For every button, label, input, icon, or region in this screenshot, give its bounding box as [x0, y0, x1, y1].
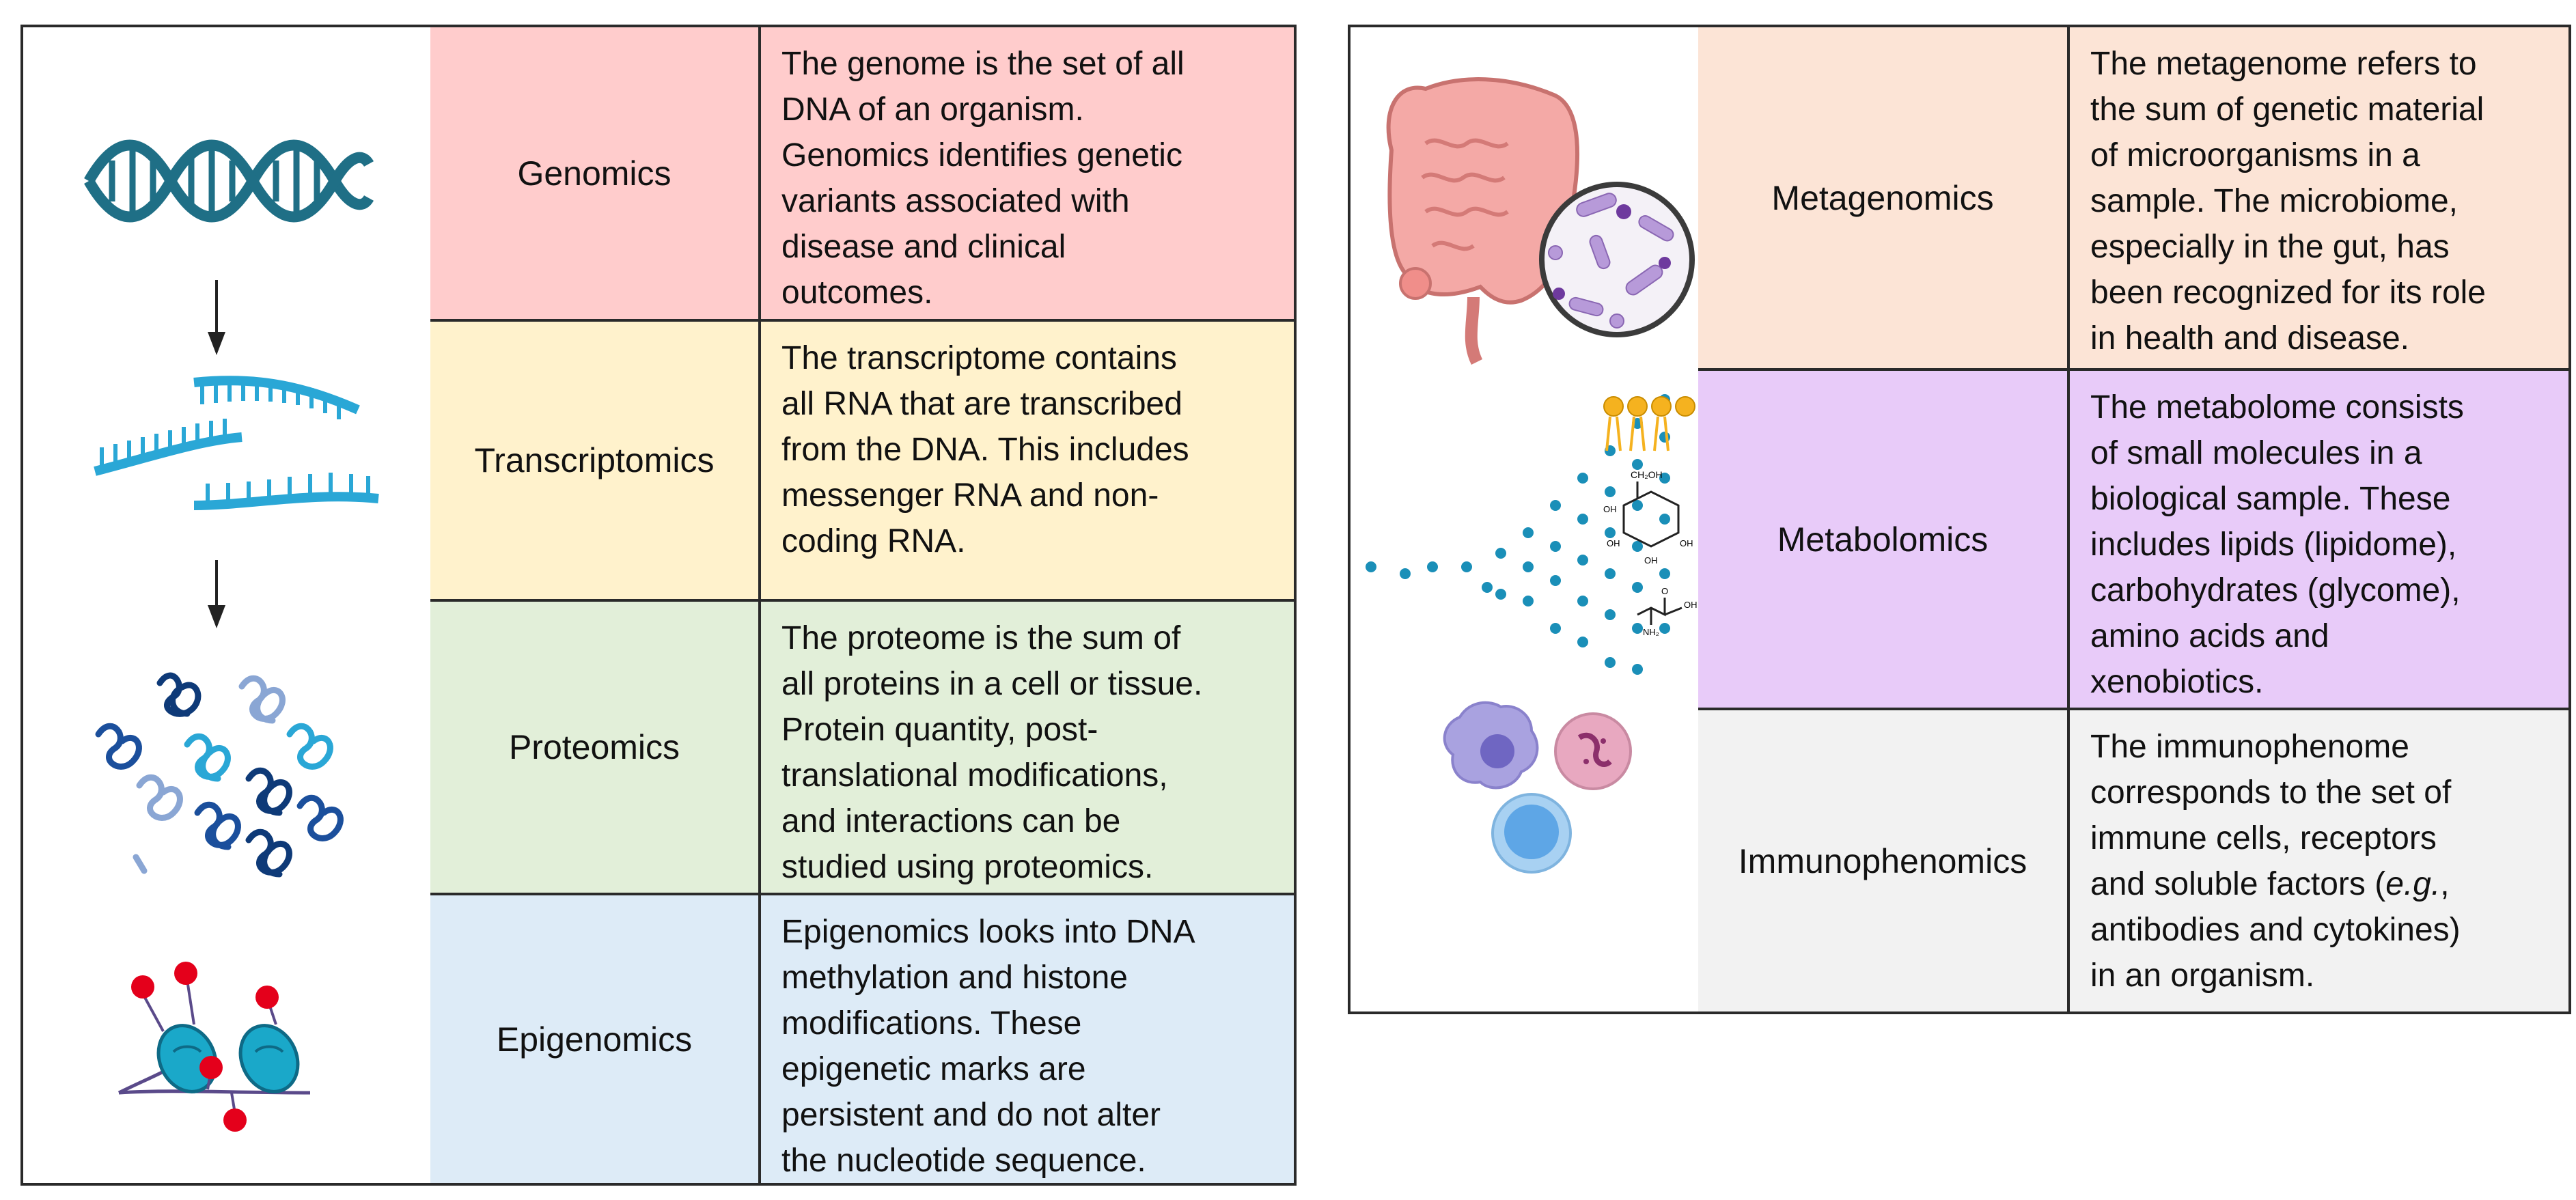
- svg-text:NH₂: NH₂: [1643, 627, 1659, 637]
- dna-helix-icon: [84, 139, 374, 223]
- epigenomics-label: Epigenomics: [430, 895, 761, 1183]
- description-line: xenobiotics.: [2090, 664, 2264, 700]
- svg-text:OH: OH: [1603, 504, 1617, 514]
- description-line: modifications. These: [781, 1005, 1082, 1042]
- description-line: The proteome is the sum of: [781, 620, 1181, 656]
- description-line: The genome is the set of all: [781, 46, 1185, 82]
- description-line: of small molecules in a: [2090, 435, 2422, 471]
- metagenomics-description: The metagenome refers to the sum of genet…: [2070, 27, 2568, 368]
- description-line: coding RNA.: [781, 523, 966, 559]
- svg-text:CH₂OH: CH₂OH: [1631, 469, 1663, 480]
- immunophenomics-description: The immunophenome corresponds to the set …: [2070, 710, 2568, 1011]
- metagenomics-row: Metagenomics The metagenome refers to the …: [1698, 27, 2568, 368]
- description-line: includes lipids (lipidome),: [2090, 527, 2457, 563]
- svg-text:OH: OH: [1680, 538, 1693, 548]
- description-line: The metabolome consists: [2090, 389, 2464, 425]
- description-line: Genomics identifies genetic: [781, 137, 1182, 173]
- description-line: biological sample. These: [2090, 481, 2451, 517]
- protein-cluster-icon: [95, 672, 344, 878]
- description-line: persistent and do not alter: [781, 1097, 1161, 1133]
- description-line: outcomes.: [781, 275, 933, 311]
- description-line: been recognized for its role: [2090, 275, 2486, 311]
- description-line: epigenetic marks are: [781, 1051, 1086, 1087]
- svg-text:OH: OH: [1607, 538, 1620, 548]
- epigenomics-description: Epigenomics looks into DNA methylation an…: [761, 895, 1294, 1183]
- description-line: sample. The microbiome,: [2090, 183, 2458, 219]
- description-line: especially in the gut, has: [2090, 229, 2450, 265]
- description-line: the nucleotide sequence.: [781, 1143, 1146, 1179]
- description-line: from the DNA. This includes: [781, 432, 1189, 468]
- left-illustration-column: [23, 27, 433, 1183]
- description-line: and soluble factors (e.g.,: [2090, 866, 2450, 902]
- transcriptomics-label: Transcriptomics: [430, 322, 761, 599]
- description-line: in an organism.: [2090, 958, 2315, 994]
- immunophenomics-row: Immunophenomics The immunophenome correspo…: [1698, 708, 2568, 1011]
- proteomics-row: Proteomics The proteome is the sum of all …: [430, 599, 1294, 893]
- description-line: amino acids and: [2090, 618, 2329, 654]
- description-line: messenger RNA and non-: [781, 477, 1159, 514]
- description-line: of microorganisms in a: [2090, 137, 2420, 173]
- metabolomics-description: The metabolome consists of small molecule…: [2070, 371, 2568, 708]
- description-line: carbohydrates (glycome),: [2090, 572, 2461, 609]
- nucleosome-methylation-icon: [117, 962, 311, 1132]
- metabolomics-row: Metabolomics The metabolome consists of sm…: [1698, 368, 2568, 708]
- description-line: all proteins in a cell or tissue.: [781, 666, 1203, 702]
- right-illustration-column: CH₂OH OH OH OH OH O OH NH₂: [1351, 27, 1701, 1011]
- description-line: variants associated with: [781, 183, 1130, 219]
- right-omics-table: CH₂OH OH OH OH OH O OH NH₂: [1348, 25, 2571, 1014]
- epigenomics-row: Epigenomics Epigenomics looks into DNA met…: [430, 893, 1294, 1183]
- arrow-down-icon: [208, 280, 225, 355]
- description-line: corresponds to the set of: [2090, 775, 2452, 811]
- description-line: studied using proteomics.: [781, 849, 1154, 885]
- svg-text:OH: OH: [1684, 600, 1698, 610]
- proteomics-label: Proteomics: [430, 602, 761, 893]
- description-line: The metagenome refers to: [2090, 46, 2477, 82]
- description-line: in health and disease.: [2090, 320, 2410, 357]
- gut-microbiome-icon: [1386, 77, 1695, 365]
- rna-strand-icon: [94, 376, 379, 510]
- description-line: methylation and histone: [781, 960, 1128, 996]
- description-line: disease and clinical: [781, 229, 1066, 265]
- description-line: The transcriptome contains: [781, 340, 1177, 376]
- description-line: the sum of genetic material: [2090, 92, 2484, 128]
- description-line: antibodies and cytokines): [2090, 912, 2461, 948]
- description-line: Protein quantity, post-: [781, 712, 1098, 748]
- description-line: translational modifications,: [781, 757, 1168, 794]
- description-line: all RNA that are transcribed: [781, 386, 1182, 422]
- description-line: immune cells, receptors: [2090, 820, 2437, 856]
- proteomics-description: The proteome is the sum of all proteins i…: [761, 602, 1294, 893]
- metabolomics-label: Metabolomics: [1698, 371, 2070, 708]
- metagenomics-label: Metagenomics: [1698, 27, 2070, 368]
- immune-cells-icon: [1443, 701, 1632, 874]
- description-line: Epigenomics looks into DNA: [781, 914, 1195, 950]
- description-line: and interactions can be: [781, 803, 1121, 839]
- genomics-label: Genomics: [430, 27, 761, 319]
- immunophenomics-label: Immunophenomics: [1698, 710, 2070, 1011]
- description-line: DNA of an organism.: [781, 92, 1084, 128]
- transcriptomics-description: The transcriptome contains all RNA that a…: [761, 322, 1294, 599]
- svg-text:OH: OH: [1644, 555, 1658, 566]
- svg-text:O: O: [1661, 586, 1668, 596]
- description-line: The immunophenome: [2090, 729, 2409, 765]
- arrow-down-icon: [208, 560, 225, 628]
- metabolite-molecules-icon: CH₂OH OH OH OH OH O OH NH₂: [1366, 394, 1698, 675]
